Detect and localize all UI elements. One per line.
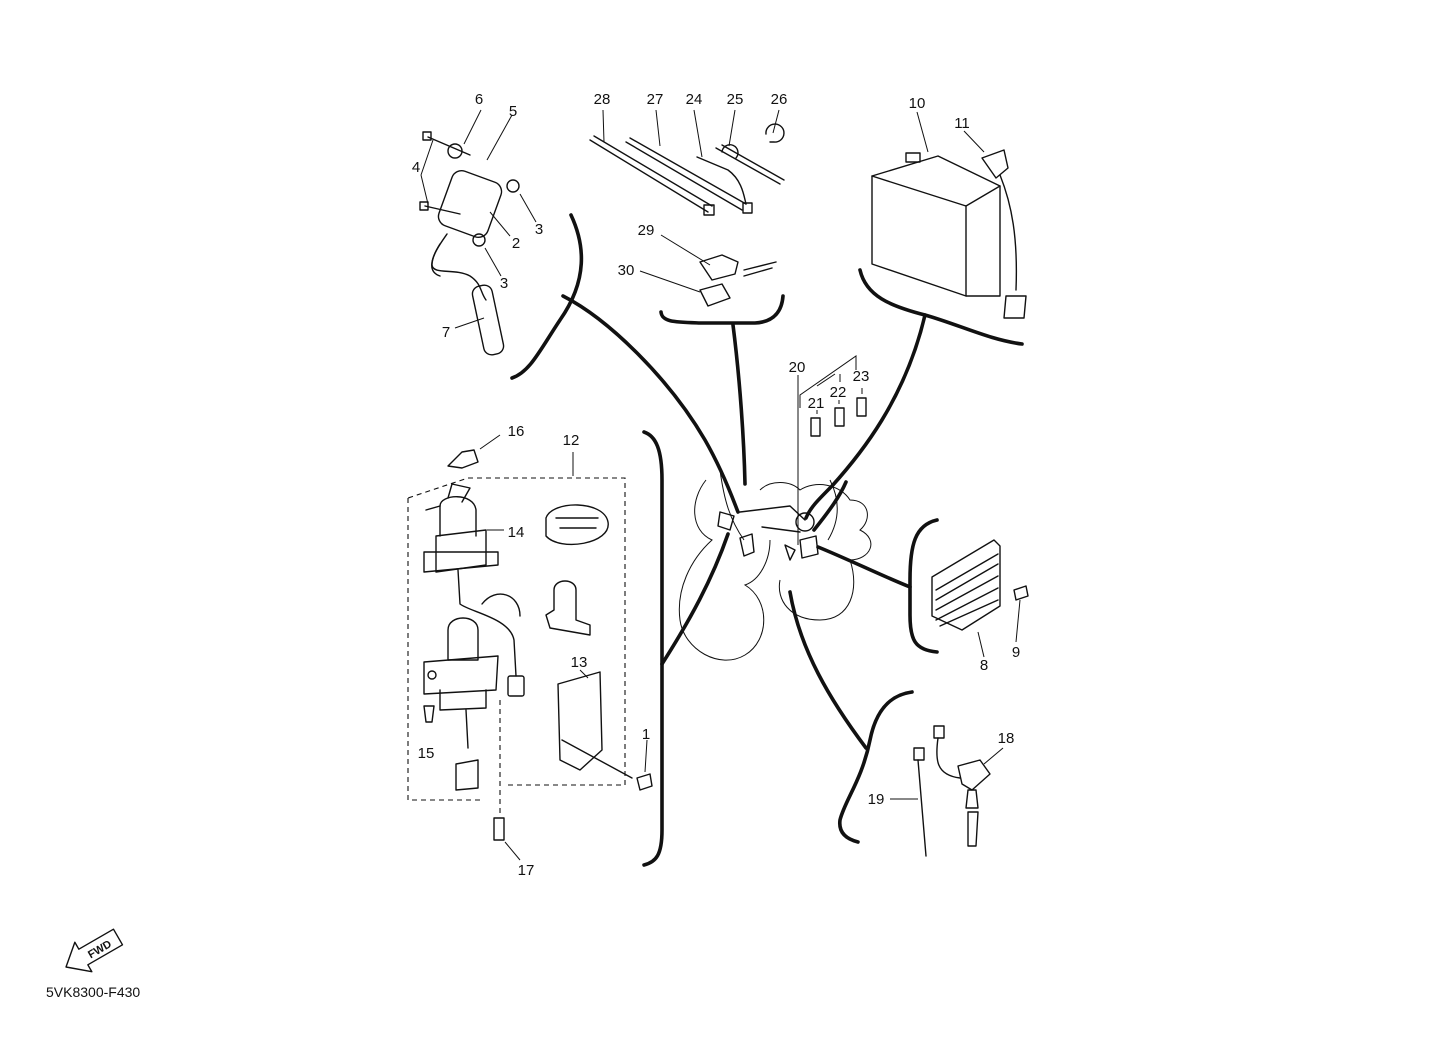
label-14: 14 bbox=[508, 524, 525, 541]
key-16 bbox=[447, 449, 479, 469]
label-22: 22 bbox=[830, 384, 847, 401]
battery-group bbox=[858, 111, 1027, 346]
collar-3b bbox=[472, 233, 486, 247]
label-30: 30 bbox=[618, 262, 635, 279]
holder-30 bbox=[699, 283, 731, 307]
battery bbox=[871, 155, 1001, 297]
ecu-13 bbox=[557, 671, 603, 771]
label-18: 18 bbox=[998, 730, 1015, 747]
lock-set-boundary bbox=[407, 477, 626, 801]
label-7: 7 bbox=[442, 324, 450, 341]
label-11: 11 bbox=[954, 115, 970, 132]
fwd-arrow-icon: FWD bbox=[65, 928, 124, 973]
harness-lines bbox=[561, 294, 927, 750]
label-23: 23 bbox=[853, 368, 870, 385]
rectifier-regulator bbox=[931, 539, 1001, 631]
label-5: 5 bbox=[509, 103, 517, 120]
label-10: 10 bbox=[909, 95, 926, 112]
main-switch-group bbox=[407, 430, 664, 867]
label-24: 24 bbox=[686, 91, 703, 108]
fuse-22 bbox=[834, 407, 845, 427]
label-9: 9 bbox=[1012, 644, 1020, 661]
label-27: 27 bbox=[647, 91, 664, 108]
ignition-coil bbox=[437, 169, 503, 239]
label-4: 4 bbox=[412, 159, 420, 176]
fuse-23 bbox=[856, 397, 867, 417]
label-26: 26 bbox=[771, 91, 788, 108]
label-29: 29 bbox=[638, 222, 655, 239]
bolt-15 bbox=[423, 705, 435, 723]
label-1: 1 bbox=[642, 726, 650, 743]
label-25: 25 bbox=[727, 91, 744, 108]
collar-3a bbox=[506, 179, 520, 193]
label-16: 16 bbox=[508, 423, 525, 440]
motorcycle-outline bbox=[678, 469, 872, 661]
label-8: 8 bbox=[980, 657, 988, 674]
label-3b: 3 bbox=[500, 275, 508, 292]
label-3a: 3 bbox=[535, 221, 543, 238]
label-15: 15 bbox=[418, 745, 435, 762]
neutral-switch-group bbox=[838, 690, 1004, 857]
bands-clamps-group bbox=[589, 109, 785, 325]
bolt-17 bbox=[493, 817, 505, 841]
spark-plug-cap bbox=[471, 284, 505, 356]
label-12: 12 bbox=[563, 432, 580, 449]
label-2: 2 bbox=[512, 235, 520, 252]
fuse-21 bbox=[810, 417, 821, 437]
battery-cover-11 bbox=[981, 149, 1009, 179]
label-21: 21 bbox=[808, 395, 825, 412]
label-6: 6 bbox=[475, 91, 483, 108]
ignition-coil-group bbox=[419, 109, 584, 380]
part-labels: 1 2 3 3 4 5 6 7 8 9 10 11 12 13 14 15 16… bbox=[412, 91, 1020, 879]
steering-lock bbox=[447, 617, 479, 661]
rectifier-regulator-group bbox=[908, 518, 1029, 658]
label-19: 19 bbox=[868, 791, 885, 808]
seat-lock bbox=[545, 580, 591, 636]
bolt-1 bbox=[636, 773, 653, 791]
label-20: 20 bbox=[789, 359, 806, 376]
holder-29 bbox=[699, 254, 739, 281]
fuel-tank-cap bbox=[545, 504, 609, 546]
diagram-code: 5VK8300-F430 bbox=[46, 984, 141, 1000]
label-13: 13 bbox=[571, 654, 588, 671]
label-17: 17 bbox=[518, 862, 535, 879]
main-switch bbox=[435, 529, 487, 573]
label-28: 28 bbox=[594, 91, 611, 108]
neutral-switch bbox=[957, 759, 991, 791]
